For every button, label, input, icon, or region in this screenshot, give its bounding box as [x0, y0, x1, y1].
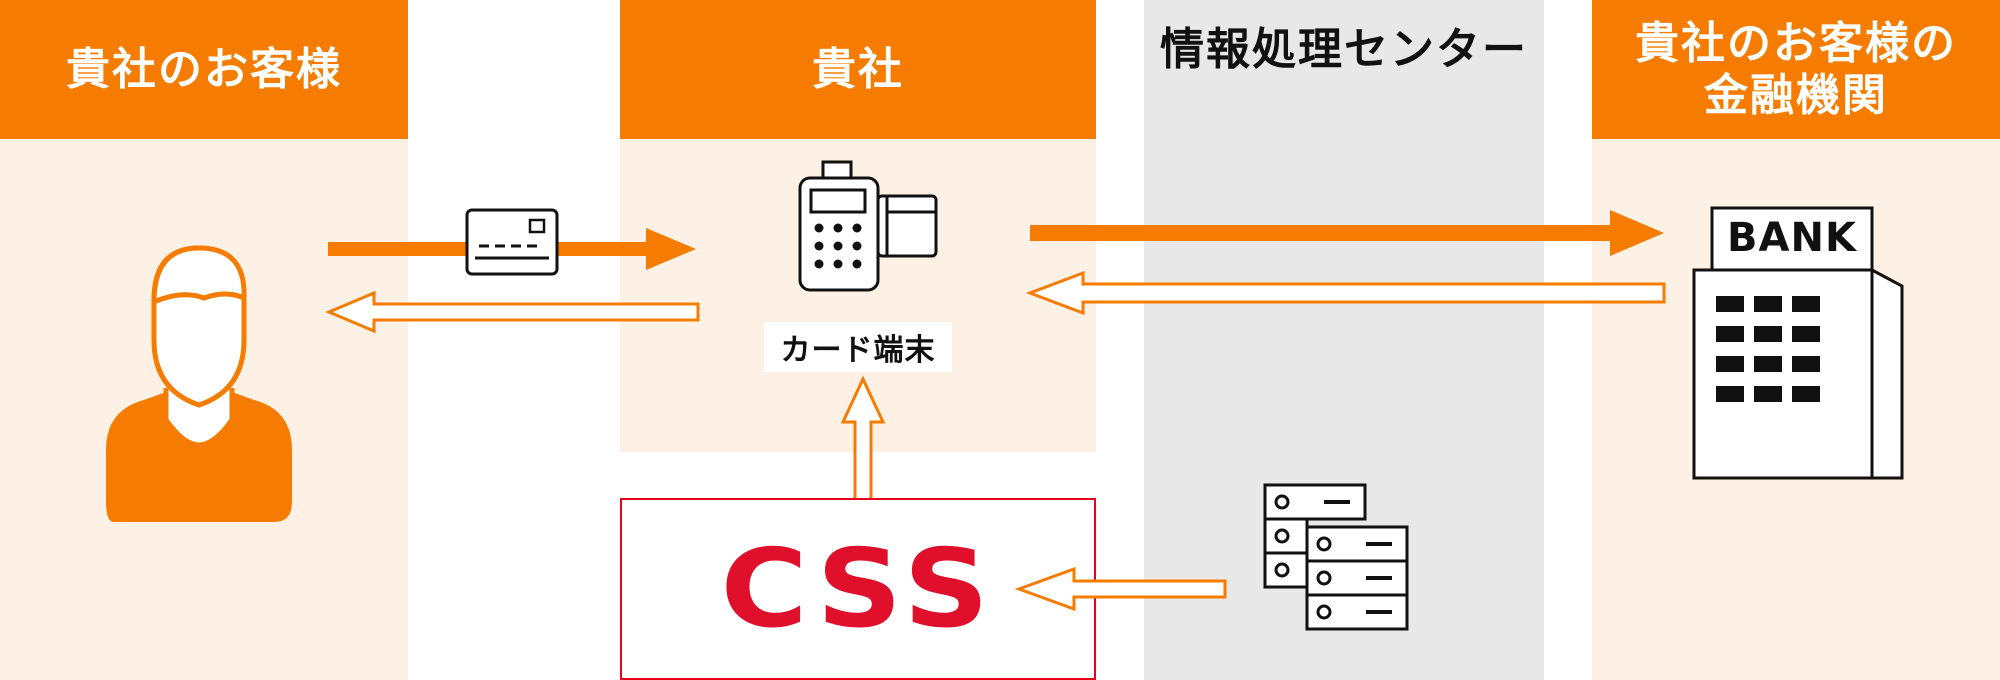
css-logo: CSS: [720, 526, 996, 652]
merchant-header: 貴社: [620, 0, 1096, 139]
processing-center-header-text: 情報処理センター: [1160, 24, 1528, 76]
merchant-header-text: 貴社: [812, 43, 904, 95]
bank-sign-text: BANK: [1727, 215, 1857, 261]
customer-header: 貴社のお客様: [0, 0, 408, 139]
credit-card-icon: [465, 208, 559, 276]
terminal-label-text: カード端末: [780, 333, 936, 368]
arrow-terminal-to-bank: [1030, 210, 1664, 256]
arrow-bank-to-terminal: [1025, 270, 1666, 316]
bank-header-line1: 貴社のお客様の: [1635, 17, 1957, 69]
arrow-terminal-to-customer: [325, 290, 700, 334]
server-icon: [1263, 483, 1409, 631]
bank-building-icon: [1692, 206, 1904, 480]
processing-center-header: 情報処理センター: [1144, 0, 1544, 100]
card-terminal-icon: [798, 160, 938, 292]
customer-header-text: 貴社のお客様: [66, 43, 342, 95]
bank-header: 貴社のお客様の 金融機関: [1592, 0, 2000, 139]
bank-header-line2: 金融機関: [1704, 69, 1888, 121]
person-icon: [106, 245, 292, 522]
arrow-server-to-css: [1014, 566, 1227, 612]
terminal-label: カード端末: [764, 322, 952, 372]
